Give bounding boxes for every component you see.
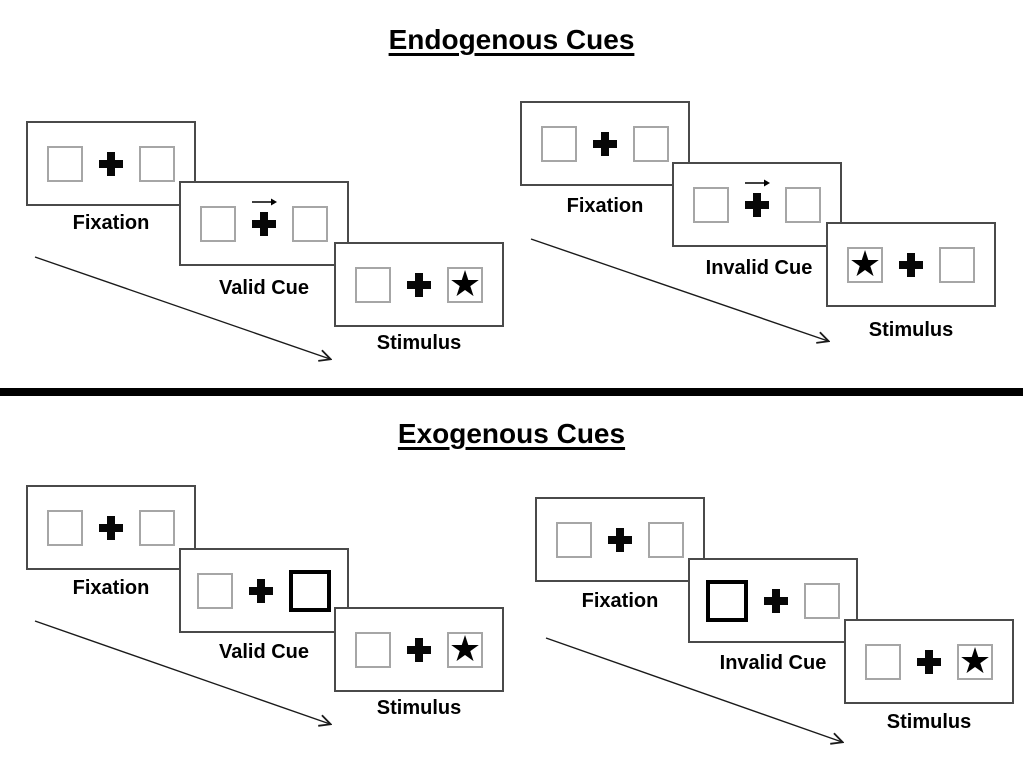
invalid-cue-screen — [672, 162, 842, 247]
fixation-screen — [535, 497, 705, 582]
left-box — [200, 205, 236, 242]
cue-label: Invalid Cue — [719, 652, 827, 674]
fixation-label: Fixation — [581, 590, 659, 612]
section-divider — [0, 388, 1023, 396]
star-icon: ★ — [958, 639, 992, 681]
right-box — [648, 521, 684, 558]
right-box — [139, 509, 175, 546]
left-box — [865, 643, 901, 680]
left-box — [197, 572, 233, 609]
right-box — [139, 145, 175, 182]
right-box: ★ — [447, 627, 483, 669]
fixation-cross-icon — [407, 637, 431, 662]
fixation-label: Fixation — [566, 195, 644, 217]
right-box: ★ — [447, 262, 483, 304]
left-box — [47, 145, 83, 182]
cue-arrow-icon — [252, 198, 277, 205]
right-box — [633, 125, 669, 162]
fixation-cross-icon — [249, 578, 273, 603]
stimulus-label: Stimulus — [886, 711, 972, 733]
right-box — [292, 205, 328, 242]
valid-cue-screen — [179, 548, 349, 633]
stimulus-screen: ★ — [334, 242, 504, 327]
exogenous-section-title: Exogenous Cues — [397, 418, 626, 449]
fixation-cross-icon — [593, 131, 617, 156]
fixation-label: Fixation — [72, 577, 150, 599]
fixation-label: Fixation — [72, 212, 150, 234]
fixation-cross-icon — [608, 527, 632, 552]
time-arrow-endogenous-invalid — [530, 238, 828, 341]
fixation-cross-icon — [899, 252, 923, 277]
right-box: ★ — [957, 639, 993, 681]
stimulus-screen: ★ — [844, 619, 1014, 704]
left-box — [541, 125, 577, 162]
time-arrow-endogenous-valid — [34, 256, 330, 359]
left-box — [556, 521, 592, 558]
left-box: ★ — [847, 242, 883, 284]
fixation-cross-icon — [99, 515, 123, 540]
right-box-highlighted — [289, 569, 331, 612]
stimulus-label: Stimulus — [376, 697, 462, 719]
valid-cue-screen — [179, 181, 349, 266]
fixation-cross-icon — [407, 272, 431, 297]
right-box — [804, 582, 840, 619]
fixation-cross-icon — [99, 151, 123, 176]
cue-label: Valid Cue — [218, 277, 310, 299]
fixation-cross-icon — [252, 211, 276, 236]
stimulus-label: Stimulus — [376, 332, 462, 354]
stimulus-screen: ★ — [826, 222, 996, 307]
left-box — [693, 186, 729, 223]
stimulus-screen: ★ — [334, 607, 504, 692]
fixation-screen — [520, 101, 690, 186]
endogenous-section-title: Endogenous Cues — [388, 24, 635, 55]
time-arrow-exogenous-valid — [34, 620, 330, 724]
cue-label: Valid Cue — [218, 641, 310, 663]
fixation-cross-icon — [764, 588, 788, 613]
fixation-screen — [26, 121, 196, 206]
left-box-highlighted — [706, 579, 748, 622]
fixation-cross-icon — [745, 192, 769, 217]
star-icon: ★ — [848, 242, 882, 284]
star-icon: ★ — [448, 627, 482, 669]
right-box — [939, 246, 975, 283]
left-box — [355, 631, 391, 668]
star-icon: ★ — [448, 262, 482, 304]
left-box — [355, 266, 391, 303]
left-box — [47, 509, 83, 546]
cue-arrow-icon — [745, 179, 770, 186]
fixation-cross-icon — [917, 649, 941, 674]
cue-label: Invalid Cue — [705, 257, 813, 279]
right-box — [785, 186, 821, 223]
stimulus-label: Stimulus — [868, 319, 954, 341]
invalid-cue-screen — [688, 558, 858, 643]
fixation-screen — [26, 485, 196, 570]
